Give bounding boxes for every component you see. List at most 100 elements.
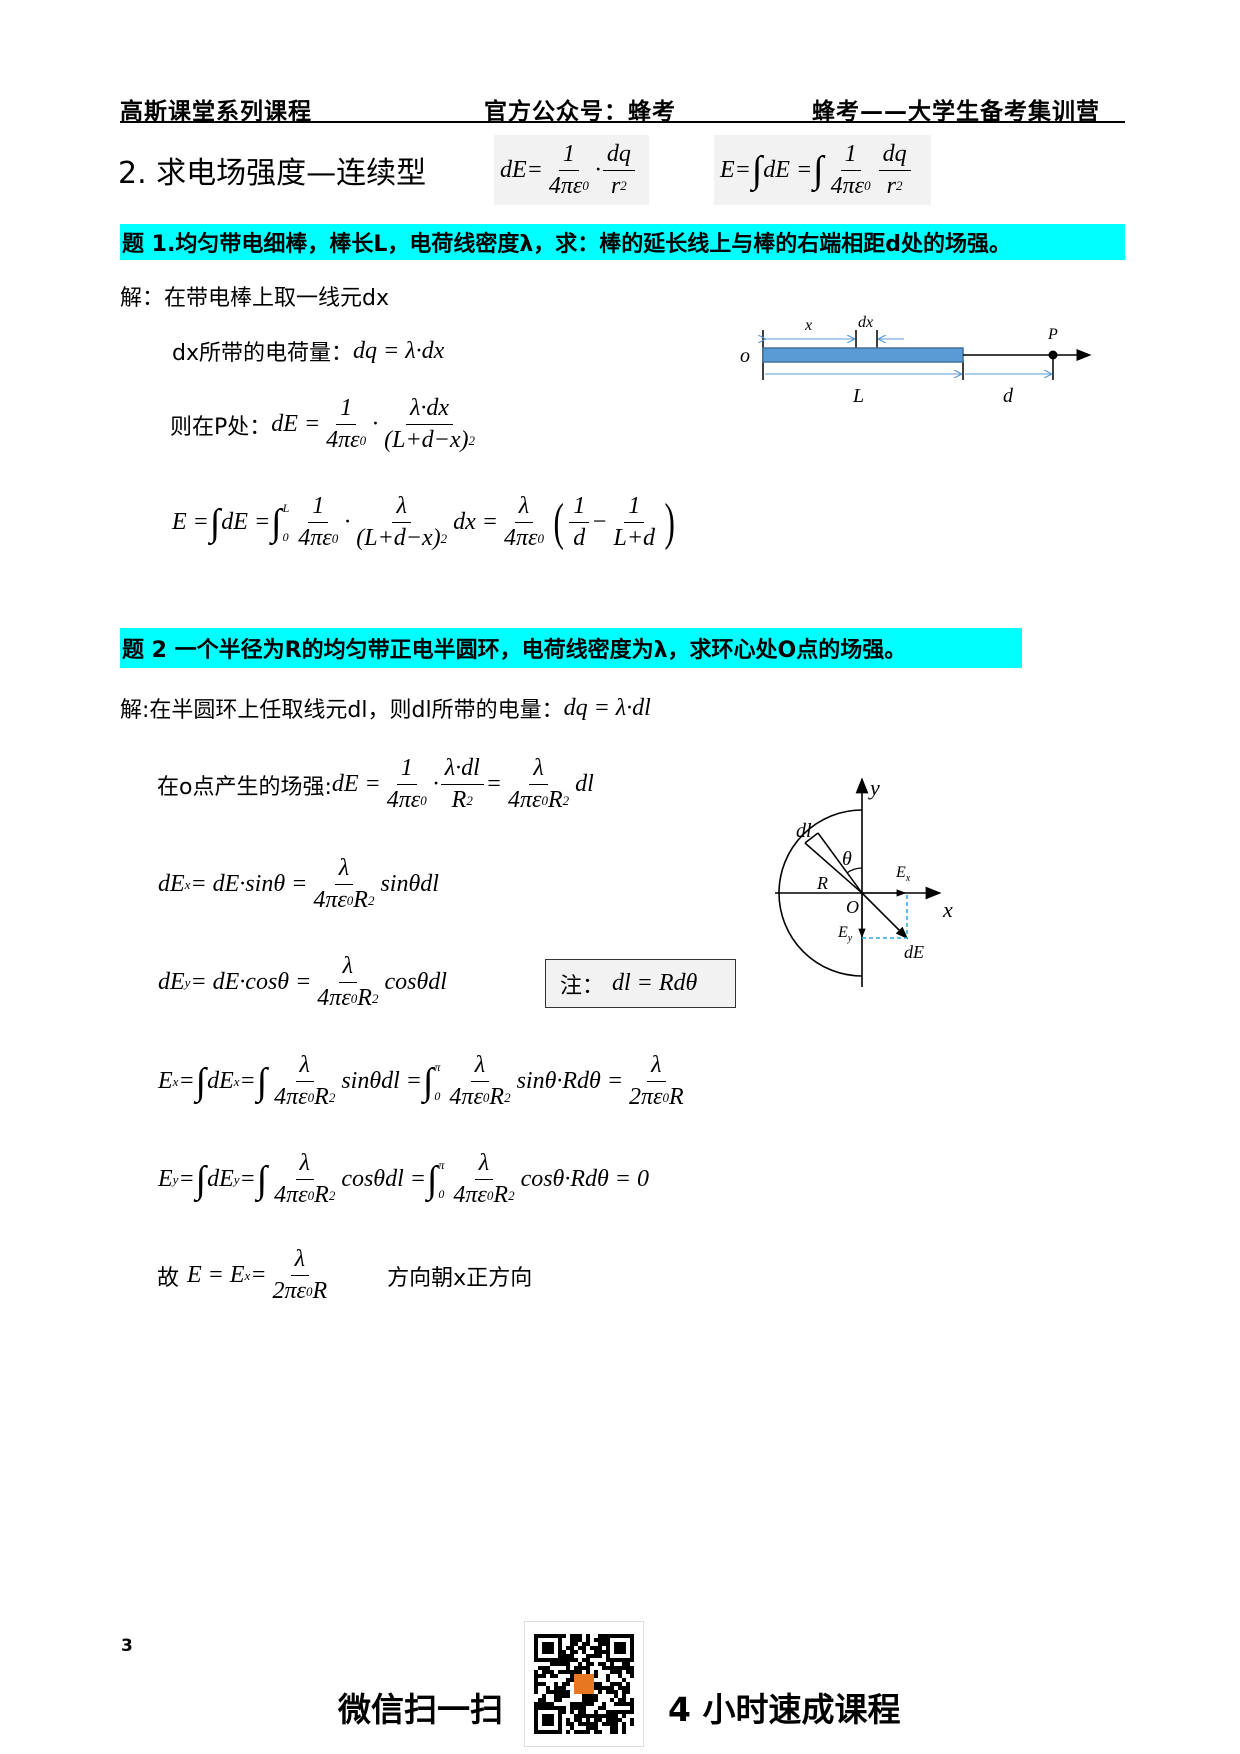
math-text: dE [158,969,185,995]
parenthesis: ( [553,493,564,551]
math-text: 4πε [274,1182,308,1208]
math-text: 1 [573,493,586,519]
subscript: 0 [346,892,354,908]
numerator: λ [295,1150,314,1180]
header-center: 官方公众号：蜂考 [484,99,676,125]
math-text: R [314,1084,329,1110]
math-text: 4πε [453,1182,487,1208]
lower-limit: 0 [282,529,289,544]
note-formula: dl = Rdθ [612,970,698,996]
math-text: λ [342,953,354,979]
math-text: dE = [221,509,271,535]
subscript: 0 [537,530,544,546]
integral-sign: ∫ [813,149,824,191]
math-text: R [357,985,372,1011]
label-x2: x [942,897,953,922]
math-text: = [485,771,502,797]
math-text: R [353,887,368,913]
superscript: 2 [620,178,627,193]
numerator: dq [878,141,911,171]
numerator: λ [474,1150,494,1180]
superscript: 2 [440,530,448,546]
course-text: 4 小时速成课程 [668,1690,901,1729]
math-text: λ [396,493,407,519]
upper-limit: π [434,1059,441,1074]
subscript: 0 [306,1283,313,1299]
math-text: λ [299,1150,310,1176]
direction-text: 方向朝x正方向 [387,1265,533,1291]
integral-sign: ∫ [271,501,282,544]
math-text: dq = λ·dl [563,694,651,721]
header-divider [120,121,1125,123]
math-text: R [489,1084,505,1110]
label-Ex: Ex [895,864,911,884]
label-L: L [852,385,864,407]
header-left: 高斯课堂系列课程 [120,99,312,125]
label-theta: θ [842,848,852,870]
problem1-statement: 题 1.均匀带电细棒，棒长L，电荷线密度λ，求：棒的延长线上与棒的右端相距d处的… [120,224,1125,260]
math-text: λ [533,755,544,781]
math-text: R [312,1278,328,1304]
math-text: L+d [613,525,656,551]
numerator: dq [602,140,635,171]
math-text: E [720,156,735,183]
math-text: = dE·sinθ = [190,871,308,897]
charged-rod [762,347,964,363]
problem1-solution-intro: 解：在带电棒上取一线元dx [120,286,389,311]
math-text: λ [518,493,530,519]
math-text: 1 [628,493,641,519]
semicircle-diagram: y x dl θ R O Ex Ey dE [775,775,953,987]
header-right: 蜂考——大学生备考集训营 [812,99,1100,125]
numerator: λ·dx [406,395,454,425]
math-text: 4πε [313,887,347,913]
label-o: o [740,345,750,367]
math-text: E = [172,509,209,535]
superscript: 2 [468,432,476,448]
label-R: R [816,873,828,893]
math-text: λ [478,1150,490,1176]
page-number: 3 [121,1636,133,1656]
math-text: = [239,1166,256,1192]
note-box: 注：dl = Rdθ [545,959,736,1008]
math-text: dE [207,1068,234,1094]
subscript: 0 [331,530,339,546]
math-text: (L+d−x) [356,525,441,551]
qr-code-icon[interactable] [524,1621,644,1747]
math-text: R [493,1182,509,1208]
math-text: 1 [400,755,413,781]
integral-sign: ∫ [256,1060,268,1103]
math-text: R [451,787,467,813]
math-text: λ·dx [410,395,450,421]
upper-limit: π [438,1157,445,1172]
math-text: 1 [562,140,575,167]
math-text: dq [606,140,631,167]
math-text: λ [651,1052,662,1078]
denominator: L+d [609,523,659,552]
point-p [1048,350,1058,360]
integral-sign: ∫ [256,1158,268,1201]
numerator: 1 [396,755,417,785]
denominator: (L+d−x)2 [380,425,479,454]
numerator: λ [295,1052,314,1082]
math-text: 4πε [548,172,583,199]
numerator: 1 [336,395,357,425]
label-O: O [846,897,859,917]
math-text: − [591,509,608,535]
